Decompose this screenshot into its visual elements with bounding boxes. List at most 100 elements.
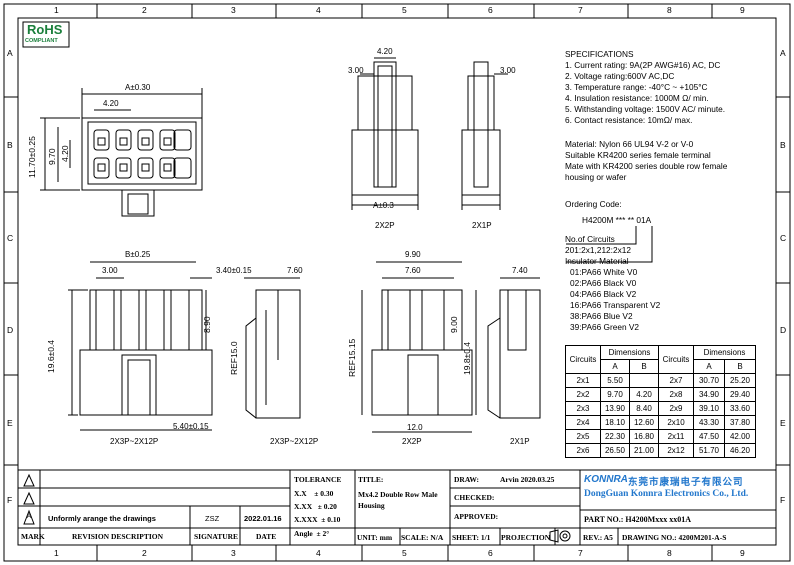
material-option: 02:PA66 Black V0 [570,278,637,288]
side-view-1 [244,277,301,419]
table-cell: 18.10 [600,415,630,430]
front-view-2x2p [361,261,473,433]
dim-b025: B±0.25 [125,250,151,259]
dim-420: 4.20 [103,99,119,108]
col-label: 3 [231,548,236,558]
col-label: 9 [740,5,745,15]
front-view-bottom [68,261,213,431]
table-cell: 22.30 [600,429,630,444]
dim-760-b: 7.60 [405,266,421,275]
dim-1170: 11.70±0.25 [27,136,37,178]
th-a: A [600,359,630,374]
scale: SCALE: N/A [401,533,444,542]
rev-mark: A [27,514,32,520]
col-label: 2 [142,548,147,558]
top-view-2x1p [461,61,508,210]
view-label-2x3p-a: 2X3P~2X12P [110,437,159,446]
projection-label: PROJECTION [501,533,551,542]
table-cell: 29.40 [724,387,756,402]
header-revision: REVISION DESCRIPTION [72,532,164,541]
row-label: F [780,495,786,505]
table-cell: 2x11 [658,429,694,444]
tolerance-xxx: X.XXX ± 0.10 [294,515,341,524]
spec-line: 5. Withstanding voltage: 1500V AC/ minut… [565,104,726,114]
dim-970: 9.70 [47,148,57,165]
col-label: 6 [488,5,493,15]
circuits-desc: 201:2x1,212:2x12 [565,245,631,255]
col-label: 9 [740,548,745,558]
table-cell: 26.50 [600,443,630,458]
table-cell: 2x12 [658,443,694,458]
col-label: 5 [402,5,407,15]
dim-a03: A±0.3 [373,201,394,210]
dim-990: 9.90 [405,250,421,259]
projection-symbol-icon [549,529,571,543]
company-brand: KONNRA [584,474,628,485]
title-value: Mx4.2 Double Row Male Housing [358,490,438,510]
th-dimensions: Dimensions [600,345,659,360]
dim-198: 19.8±0.4 [462,341,472,375]
dim-ref150: REF15.0 [229,341,239,375]
view-label-2x3p-b: 2X3P~2X12P [270,437,319,446]
table-cell: 2x8 [658,387,694,402]
row-label: F [7,495,13,505]
material-line: Mate with KR4200 series double row femal… [565,161,728,171]
company-name-en: DongGuan Konnra Electronics Co., Ltd. [584,489,749,499]
table-cell: 2x9 [658,401,694,416]
top-view-2x2p [351,57,419,210]
ordering-title: Ordering Code: [565,199,622,209]
dim-420-v: 4.20 [60,145,70,162]
table-cell: 2x6 [565,443,601,458]
rev-description: Unformly arange the drawings [48,514,156,523]
table-cell: 2x2 [565,387,601,402]
row-label: A [780,48,786,58]
table-cell: 2x4 [565,415,601,430]
row-label: E [7,418,13,428]
rohs-subtitle: COMPLIANT [25,38,58,44]
dim-a030: A±0.30 [125,83,151,92]
row-label: C [780,233,787,243]
rev-date: 2022.01.16 [244,514,282,523]
col-label: 7 [578,5,583,15]
th-circuits: Circuits [658,345,694,374]
table-cell: 30.70 [693,373,725,388]
dim-340: 3.40±0.15 [216,266,252,275]
dim-420-top: 4.20 [377,47,393,56]
view-label-2x2p: 2X2P [375,221,395,230]
table-cell: 33.60 [724,401,756,416]
rev-signature: ZSZ [205,514,220,523]
spec-line: 4. Insulation resistance: 1000M Ω/ min. [565,93,709,103]
row-label: B [780,140,786,150]
table-cell: 46.20 [724,443,756,458]
dim-900: 9.00 [449,316,459,333]
dim-300-b: 3.00 [500,66,516,75]
view-label-2x1p: 2X1P [472,221,492,230]
table-cell [629,373,659,388]
ordering-code: H4200M *** ** 01A [582,215,652,225]
table-cell: 51.70 [693,443,725,458]
material-option: 04:PA66 Black V2 [570,289,637,299]
col-label: 8 [667,548,672,558]
table-cell: 2x10 [658,415,694,430]
col-label: 4 [316,5,321,15]
th-b: B [724,359,756,374]
material-option: 01:PA66 White V0 [570,267,638,277]
unit: UNIT: mm [357,533,393,542]
tolerance-xx: X.XX ± 0.20 [294,502,337,511]
dim-760-a: 7.60 [287,266,303,275]
material-line: Material: Nylon 66 UL94 V-2 or V-0 [565,139,694,149]
table-cell: 25.20 [724,373,756,388]
table-cell: 34.90 [693,387,725,402]
table-cell: 13.90 [600,401,630,416]
spec-line: 1. Current rating: 9A(2P AWG#16) AC, DC [565,60,721,70]
col-label: 2 [142,5,147,15]
view-label-2x1p-b: 2X1P [510,437,530,446]
material-option: 39:PA66 Green V2 [570,322,640,332]
row-label: A [7,48,13,58]
